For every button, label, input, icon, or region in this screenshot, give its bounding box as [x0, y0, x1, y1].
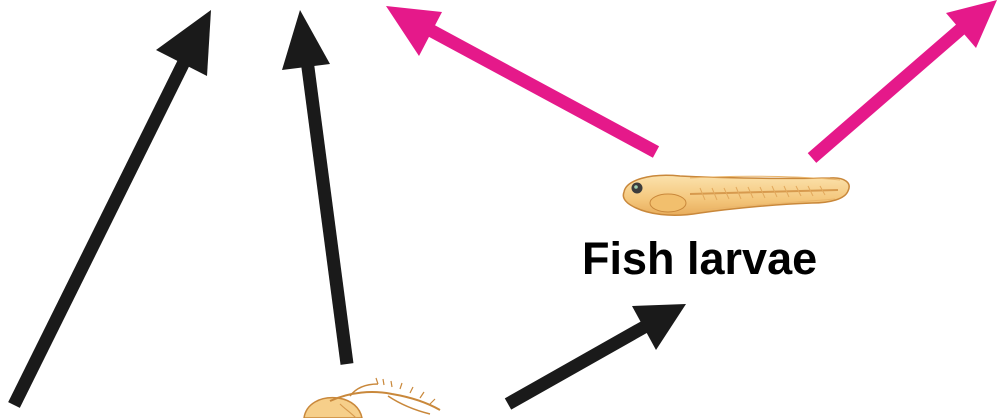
- fish-larva-illustration: [623, 175, 849, 215]
- arrow-black-middle: [282, 10, 347, 364]
- fish-larvae-label: Fish larvae: [582, 236, 817, 281]
- arrow-pink-left: [386, 6, 656, 152]
- copepod-illustration: [304, 378, 440, 418]
- arrow-black-to-fish: [508, 304, 686, 404]
- arrow-black-left-long: [14, 10, 211, 405]
- arrow-pink-right: [812, 0, 997, 158]
